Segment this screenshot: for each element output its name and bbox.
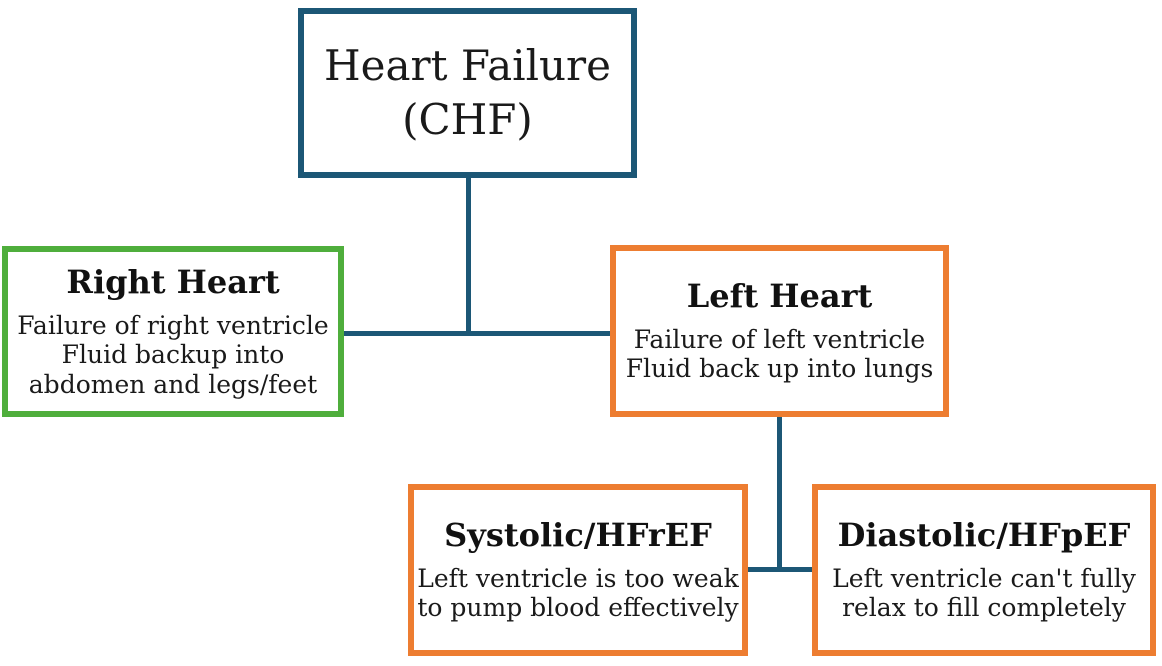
node-systolic-hfref-title: Systolic/HFrEF <box>444 516 712 555</box>
node-heart-failure: Heart Failure (CHF) <box>298 8 637 178</box>
node-systolic-hfref-body-line2: to pump blood effectively <box>417 593 739 623</box>
node-right-heart-body-line2: Fluid backup into <box>61 340 285 370</box>
node-left-heart-body-line1: Failure of left ventricle <box>633 324 926 354</box>
node-diastolic-hfpef-body-line2: relax to fill completely <box>842 593 1126 623</box>
node-left-heart-title: Left Heart <box>686 277 873 316</box>
node-diastolic-hfpef-title: Diastolic/HFpEF <box>837 516 1131 555</box>
node-diastolic-hfpef: Diastolic/HFpEF Left ventricle can't ful… <box>812 484 1156 656</box>
node-heart-failure-title: Heart Failure (CHF) <box>324 39 611 147</box>
node-right-heart: Right Heart Failure of right ventricle F… <box>2 246 344 417</box>
node-left-heart-body-line2: Fluid back up into lungs <box>625 354 934 384</box>
connector-root-vertical <box>466 178 471 333</box>
node-right-heart-body-line3: abdomen and legs/feet <box>28 369 318 399</box>
node-right-heart-body-line1: Failure of right ventricle <box>17 310 329 340</box>
node-diastolic-hfpef-body: Left ventricle can't fully relax to fill… <box>832 564 1136 623</box>
node-left-heart: Left Heart Failure of left ventricle Flu… <box>610 245 949 417</box>
node-heart-failure-title-line2: (CHF) <box>402 95 533 144</box>
node-systolic-hfref-body-line1: Left ventricle is too weak <box>417 563 739 593</box>
connector-right-left-horizontal <box>344 331 610 336</box>
node-left-heart-body: Failure of left ventricle Fluid back up … <box>626 325 934 384</box>
node-right-heart-title: Right Heart <box>66 262 280 301</box>
connector-left-heart-vertical <box>777 417 782 570</box>
node-diastolic-hfpef-body-line1: Left ventricle can't fully <box>832 563 1136 593</box>
node-heart-failure-title-line1: Heart Failure <box>323 41 611 91</box>
node-systolic-hfref-body: Left ventricle is too weak to pump blood… <box>417 564 739 623</box>
node-systolic-hfref: Systolic/HFrEF Left ventricle is too wea… <box>408 484 748 656</box>
connector-systolic-diastolic-horizontal <box>746 567 814 572</box>
node-right-heart-body: Failure of right ventricle Fluid backup … <box>17 311 328 400</box>
